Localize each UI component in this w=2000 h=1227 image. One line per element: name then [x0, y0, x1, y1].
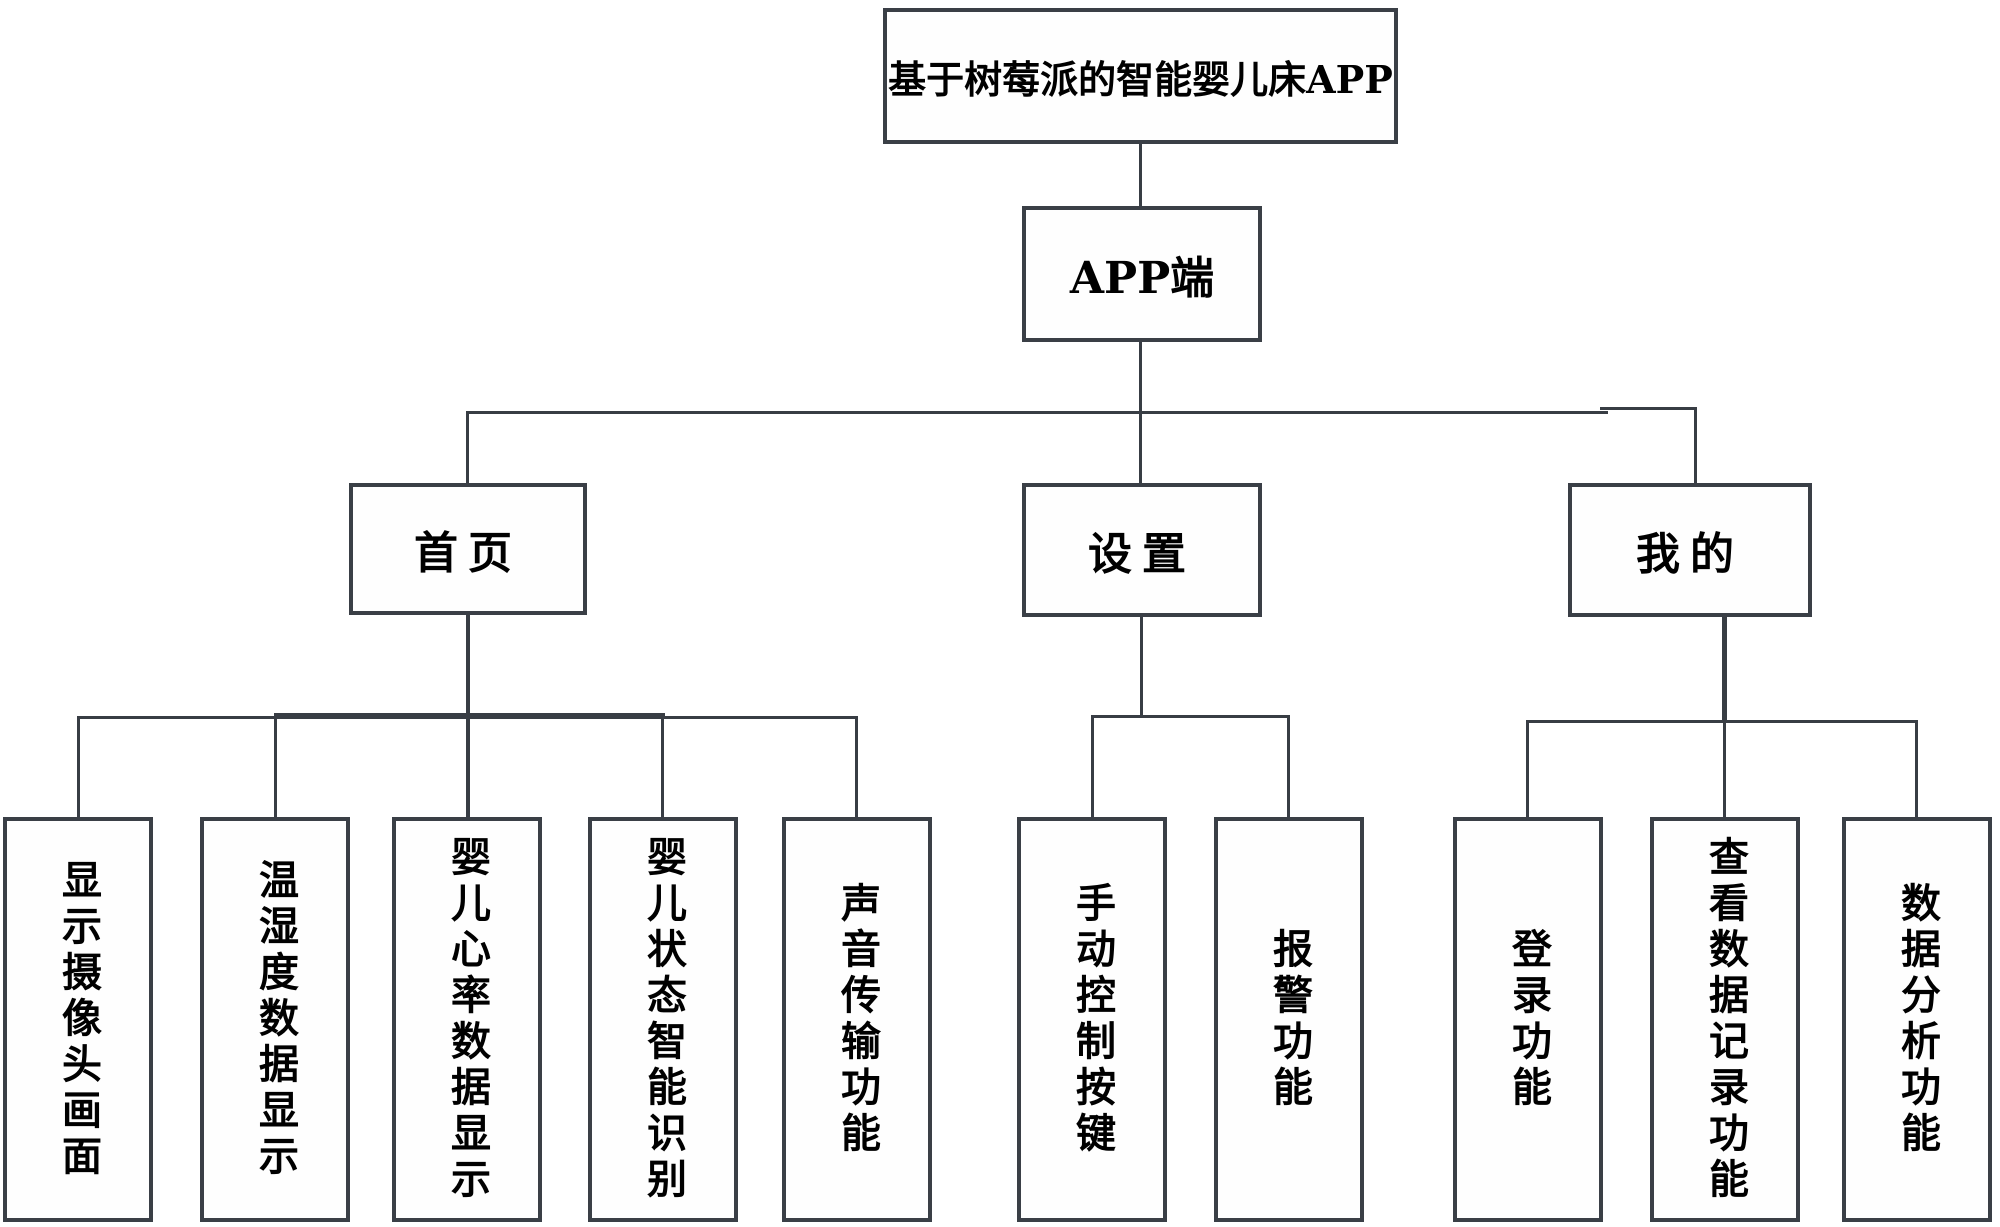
connector-drop-leaf7: [1287, 716, 1290, 817]
feature-box-view-data-records: 查看数据记录功能: [1650, 817, 1800, 1222]
app-side-label: APP端: [1069, 253, 1215, 304]
feature-box-manual-control-buttons: 手动控制按键: [1017, 817, 1167, 1222]
connector-drop-leaf8: [1526, 721, 1529, 817]
connector-root-app: [1139, 143, 1142, 206]
connector-home-bus-double: [274, 713, 665, 716]
connector-drop-leaf6: [1091, 716, 1094, 817]
feature-label: 婴儿状态智能识别: [640, 835, 687, 1204]
connector-drop-home: [466, 411, 469, 483]
connector-drop-leaf4: [661, 717, 664, 817]
connector-settings-vertical: [1140, 615, 1143, 717]
app-side-box: APP端: [1022, 206, 1262, 342]
root-label: 基于树莓派的智能婴儿床APP: [888, 56, 1393, 102]
feature-box-audio-transmission: 声音传输功能: [782, 817, 932, 1222]
feature-box-heart-rate-display: 婴儿心率数据显示: [392, 817, 542, 1222]
connector-drop-settings: [1139, 411, 1142, 483]
feature-box-login: 登录功能: [1453, 817, 1603, 1222]
feature-box-data-analysis: 数据分析功能: [1842, 817, 1992, 1222]
connector-level2-bus: [466, 411, 1608, 414]
feature-label: 查看数据记录功能: [1702, 835, 1749, 1204]
nav-mine-box: 我的: [1568, 483, 1812, 617]
connector-drop-leaf5: [855, 717, 858, 817]
feature-label: 登录功能: [1505, 927, 1552, 1112]
feature-label: 数据分析功能: [1894, 881, 1941, 1158]
feature-label: 婴儿心率数据显示: [444, 835, 491, 1204]
feature-box-temp-humidity-display: 温湿度数据显示: [200, 817, 350, 1222]
connector-drop-leaf1: [77, 717, 80, 817]
connector-drop-leaf2: [274, 717, 277, 817]
nav-home-label: 首页: [414, 528, 522, 579]
connector-settings-bus: [1091, 715, 1290, 718]
feature-box-alarm: 报警功能: [1214, 817, 1364, 1222]
connector-drop-mine: [1694, 407, 1697, 483]
connector-drop-leaf9: [1723, 721, 1726, 817]
feature-label: 显示摄像头画面: [55, 858, 102, 1181]
feature-box-baby-state-recognition: 婴儿状态智能识别: [588, 817, 738, 1222]
connector-drop-leaf10: [1915, 721, 1918, 817]
connector-mine-vertical: [1722, 615, 1727, 722]
feature-label: 温湿度数据显示: [252, 858, 299, 1181]
root-box: 基于树莓派的智能婴儿床APP: [883, 8, 1398, 144]
feature-label: 声音传输功能: [834, 881, 881, 1158]
nav-mine-label: 我的: [1636, 529, 1744, 580]
connector-level2-bus-jog: [1600, 407, 1697, 410]
feature-box-camera-view: 显示摄像头画面: [3, 817, 153, 1222]
nav-settings-label: 设置: [1088, 529, 1196, 580]
feature-label: 手动控制按键: [1069, 881, 1116, 1158]
connector-app-bus: [1139, 342, 1142, 413]
connector-home-bus: [77, 716, 858, 719]
connector-mine-bus: [1526, 720, 1918, 723]
nav-home-box: 首页: [349, 483, 587, 615]
feature-label: 报警功能: [1266, 927, 1313, 1112]
nav-settings-box: 设置: [1022, 483, 1262, 617]
